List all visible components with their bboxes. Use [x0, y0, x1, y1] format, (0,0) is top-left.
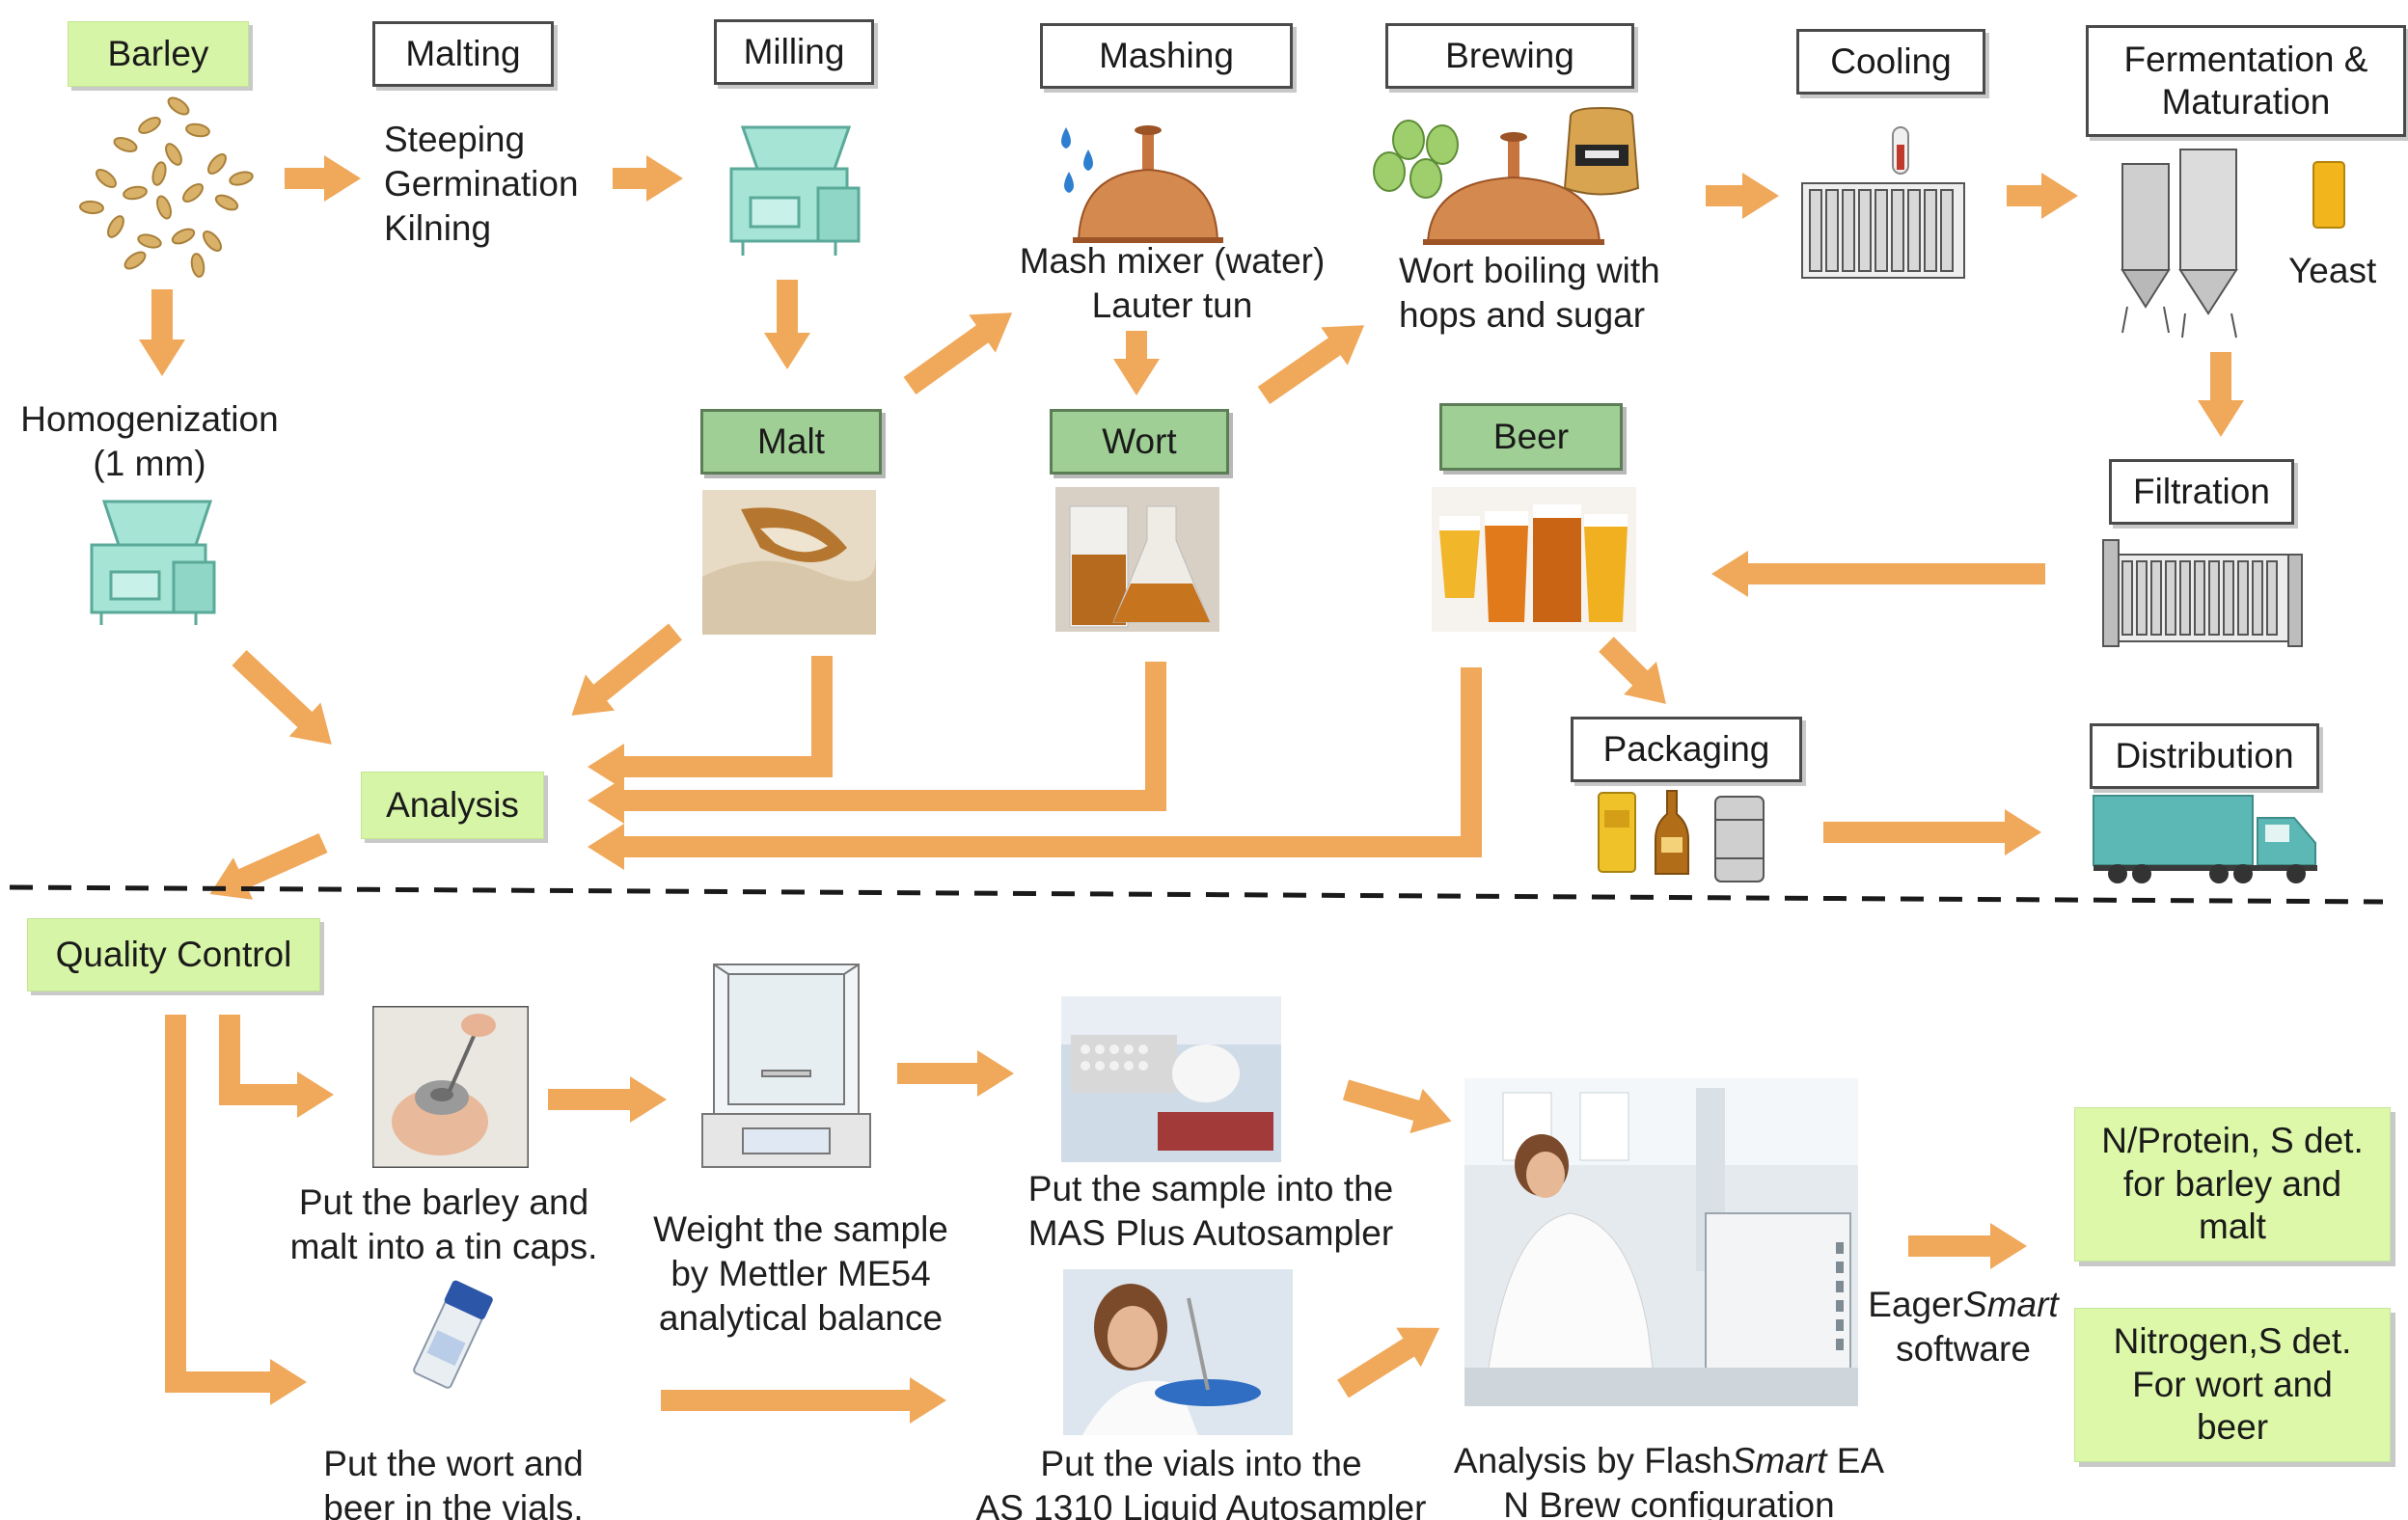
- filtration-label: Filtration: [2109, 459, 2294, 525]
- filter-press-icon: [2102, 539, 2303, 647]
- milling-label: Milling: [714, 19, 874, 85]
- malt-photo: [702, 490, 876, 635]
- arrow-homog-analysis: [232, 649, 315, 730]
- arrow-malt-mashing: [903, 324, 991, 394]
- arrow-as1310-analyzer: [1337, 1337, 1416, 1398]
- can-icon: [1598, 792, 1636, 873]
- sugar-sack-icon: [1563, 106, 1640, 196]
- barley-grain-icon: [79, 96, 254, 278]
- software-label: EagerSmart software: [1862, 1283, 2065, 1371]
- step-weigh: Weight the sample by Mettler ME54 analyt…: [653, 1209, 948, 1338]
- fermentation-tank-icon: [2121, 149, 2238, 339]
- bottle-icon: [1655, 790, 1689, 875]
- step-vials: Put the wort and beer in the vials.: [323, 1444, 584, 1520]
- mashing-label: Mashing: [1040, 23, 1293, 89]
- arrow-beer-packaging: [1599, 637, 1650, 688]
- result-wort-beer: Nitrogen,S det. For wort and beer: [2074, 1308, 2391, 1462]
- cooling-label: Cooling: [1796, 29, 1985, 95]
- malting-steps: Steeping Germination Kilning: [384, 120, 579, 248]
- analysis-text-prefix: Analysis by Flash: [1453, 1441, 1732, 1480]
- software-text-italic: Smart: [1963, 1285, 2059, 1324]
- beer-label: Beer: [1439, 403, 1623, 471]
- distribution-label: Distribution: [2090, 723, 2319, 789]
- barley-label: Barley: [68, 21, 249, 87]
- analysis-label: Analysis: [361, 772, 544, 839]
- software-text-prefix: Eager: [1868, 1285, 1964, 1324]
- yeast-label: Yeast: [2288, 251, 2377, 290]
- malt-label: Malt: [700, 409, 882, 475]
- autosampler-photo: [1061, 996, 1281, 1162]
- arrow-qc-tincaps: [219, 1015, 299, 1105]
- hops-icon: [1373, 120, 1459, 199]
- arrow-beer-analysis: [622, 667, 1482, 857]
- result-barley-malt: N/Protein, S det. for barley and malt: [2074, 1107, 2391, 1262]
- step-as1310: Put the vials into the AS 1310 Liquid Au…: [975, 1444, 1427, 1520]
- wort-label: Wort: [1050, 409, 1229, 475]
- fermentation-label: Fermentation & Maturation: [2086, 25, 2406, 137]
- mill-machine-icon: [90, 500, 216, 625]
- section-divider: [9, 884, 2384, 905]
- analysis-text-italic: Smart: [1731, 1441, 1827, 1480]
- arrow-analysis-qc: [236, 832, 328, 890]
- brewing-label: Brewing: [1385, 23, 1634, 89]
- tweezers-photo: [372, 1006, 529, 1168]
- truck-icon: [2093, 795, 2317, 883]
- copper-kettle-icon: [1073, 125, 1223, 243]
- wort-photo: [1055, 487, 1219, 632]
- arrow-wort-brewing: [1257, 336, 1343, 405]
- step-analysis: Analysis by FlashSmart EA N Brew configur…: [1428, 1439, 1910, 1520]
- cooler-icon: [1801, 182, 1965, 279]
- pipette-photo: [1063, 1269, 1293, 1435]
- mill-machine-icon: [729, 125, 861, 256]
- arrow-wort-analysis: [622, 662, 1166, 811]
- step-tin-caps: Put the barley and malt into a tin caps.: [289, 1182, 598, 1266]
- analysis-text-line2: N Brew configuration: [1503, 1485, 1835, 1520]
- analysis-text-suffix: EA: [1826, 1441, 1885, 1480]
- mashing-caption: Mash mixer (water) Lauter tun: [1019, 241, 1326, 325]
- beer-glasses-photo: [1432, 487, 1636, 632]
- arrow-mas-analyzer: [1342, 1079, 1422, 1122]
- homogenization-label: Homogenization (1 mm): [20, 399, 279, 483]
- quality-control-label: Quality Control: [27, 918, 320, 991]
- step-mas-plus: Put the sample into the MAS Plus Autosam…: [1027, 1169, 1394, 1253]
- lab-analyzer-photo: [1464, 1078, 1858, 1406]
- arrow-qc-vials: [165, 1015, 272, 1393]
- vial-icon: [413, 1280, 493, 1389]
- water-drops-icon: [1061, 127, 1093, 193]
- software-text-line2: software: [1896, 1329, 2031, 1369]
- yeast-icon: [2312, 161, 2345, 229]
- keg-icon: [1714, 796, 1765, 882]
- copper-kettle-icon: [1423, 132, 1604, 245]
- arrow-malt-analysis-2: [622, 656, 833, 777]
- balance-icon: [701, 964, 871, 1168]
- brewing-caption: Wort boiling with hops and sugar: [1399, 251, 1660, 335]
- packaging-label: Packaging: [1571, 717, 1802, 782]
- malting-label: Malting: [372, 21, 554, 87]
- arrow-malt-analysis: [591, 623, 682, 703]
- thermometer-icon: [1892, 126, 1909, 175]
